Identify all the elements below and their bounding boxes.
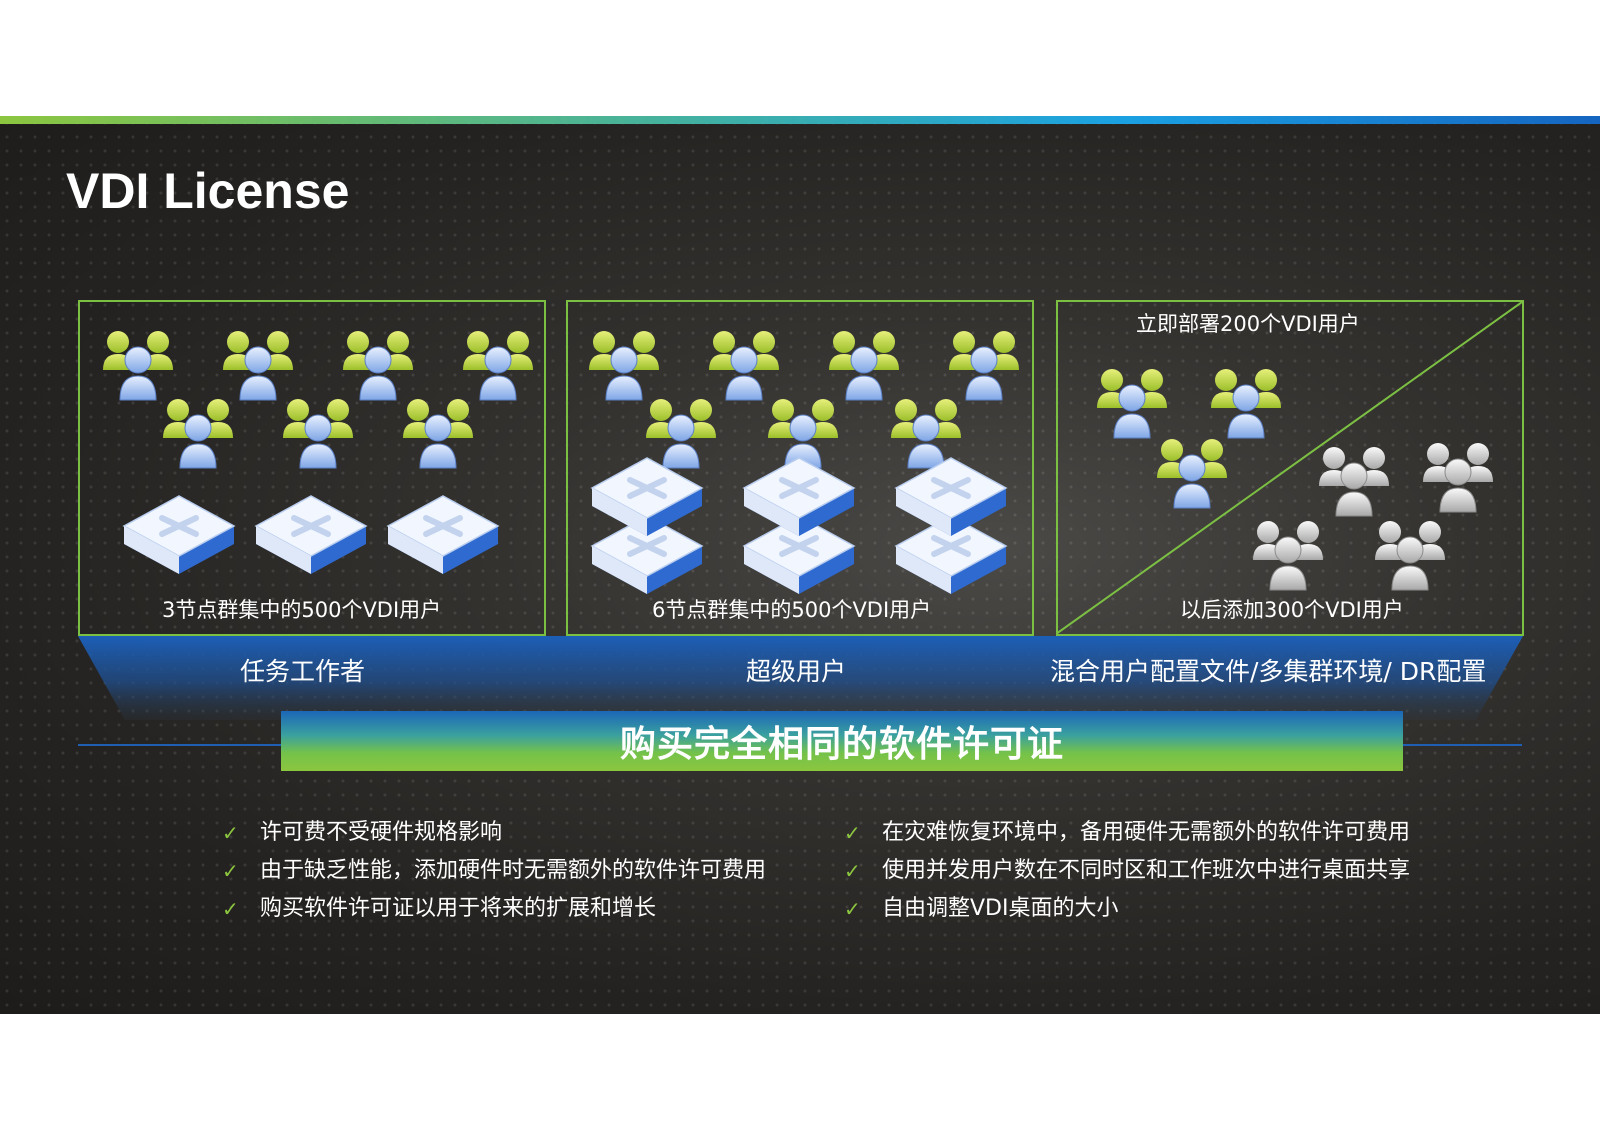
checkmark-icon: ✓: [844, 821, 861, 845]
users-icon: [162, 394, 234, 470]
users-icon: [402, 394, 474, 470]
users-icon: [1422, 438, 1494, 514]
bullet-item: ✓许可费不受硬件规格影响: [222, 814, 766, 852]
accent-bar: [0, 116, 1600, 124]
users-icon: [1318, 442, 1390, 518]
users-icon: [588, 326, 660, 402]
panel-caption: 6节点群集中的500个VDI用户: [652, 598, 932, 622]
bullet-item: ✓在灾难恢复环境中，备用硬件无需额外的软件许可费用: [844, 814, 1410, 852]
band-label-mixed: 混合用户配置文件/多集群环境/ DR配置: [1050, 657, 1487, 686]
panel-caption: 以后添加300个VDI用户: [1180, 598, 1404, 622]
category-band: [78, 636, 1523, 720]
panel-power-users: [566, 300, 1034, 636]
slide-title: VDI License: [66, 163, 350, 219]
users-icon: [1156, 434, 1228, 510]
server-node-icon: [252, 492, 370, 578]
users-icon: [342, 326, 414, 402]
users-icon: [1210, 364, 1282, 440]
band-label-task-workers: 任务工作者: [240, 657, 366, 686]
bullet-item: ✓自由调整VDI桌面的大小: [844, 890, 1410, 928]
band-label-power-users: 超级用户: [746, 657, 847, 686]
server-node-icon: [120, 492, 238, 578]
divider-diagonal: [1056, 302, 1522, 635]
users-icon: [948, 326, 1020, 402]
checkmark-icon: ✓: [844, 859, 861, 883]
divider-line-left: [78, 744, 282, 746]
banner-bar: 购买完全相同的软件许可证: [281, 711, 1403, 771]
checkmark-icon: ✓: [222, 821, 239, 845]
server-node-icon: [892, 454, 1010, 540]
bullet-list-right: ✓在灾难恢复环境中，备用硬件无需额外的软件许可费用 ✓使用并发用户数在不同时区和…: [844, 814, 1410, 928]
users-icon: [828, 326, 900, 402]
users-icon: [102, 326, 174, 402]
checkmark-icon: ✓: [222, 897, 239, 921]
divider-line-right: [1402, 744, 1522, 746]
users-icon: [1096, 364, 1168, 440]
bullet-item: ✓使用并发用户数在不同时区和工作班次中进行桌面共享: [844, 852, 1410, 890]
users-icon: [1252, 516, 1324, 592]
checkmark-icon: ✓: [844, 897, 861, 921]
bullet-list-left: ✓许可费不受硬件规格影响 ✓由于缺乏性能，添加硬件时无需额外的软件许可费用 ✓购…: [222, 814, 766, 928]
users-icon: [222, 326, 294, 402]
users-icon: [1374, 516, 1446, 592]
users-icon: [462, 326, 534, 402]
panel-task-workers: [78, 300, 546, 636]
bullet-item: ✓购买软件许可证以用于将来的扩展和增长: [222, 890, 766, 928]
checkmark-icon: ✓: [222, 859, 239, 883]
panel-caption: 3节点群集中的500个VDI用户: [162, 598, 442, 622]
panel-top-caption: 立即部署200个VDI用户: [1136, 312, 1360, 336]
server-node-icon: [740, 454, 858, 540]
users-icon: [282, 394, 354, 470]
bullet-item: ✓由于缺乏性能，添加硬件时无需额外的软件许可费用: [222, 852, 766, 890]
server-node-icon: [588, 454, 706, 540]
panel-mixed-profiles: [1056, 300, 1524, 636]
server-node-icon: [384, 492, 502, 578]
banner-text: 购买完全相同的软件许可证: [619, 724, 1064, 765]
users-icon: [708, 326, 780, 402]
